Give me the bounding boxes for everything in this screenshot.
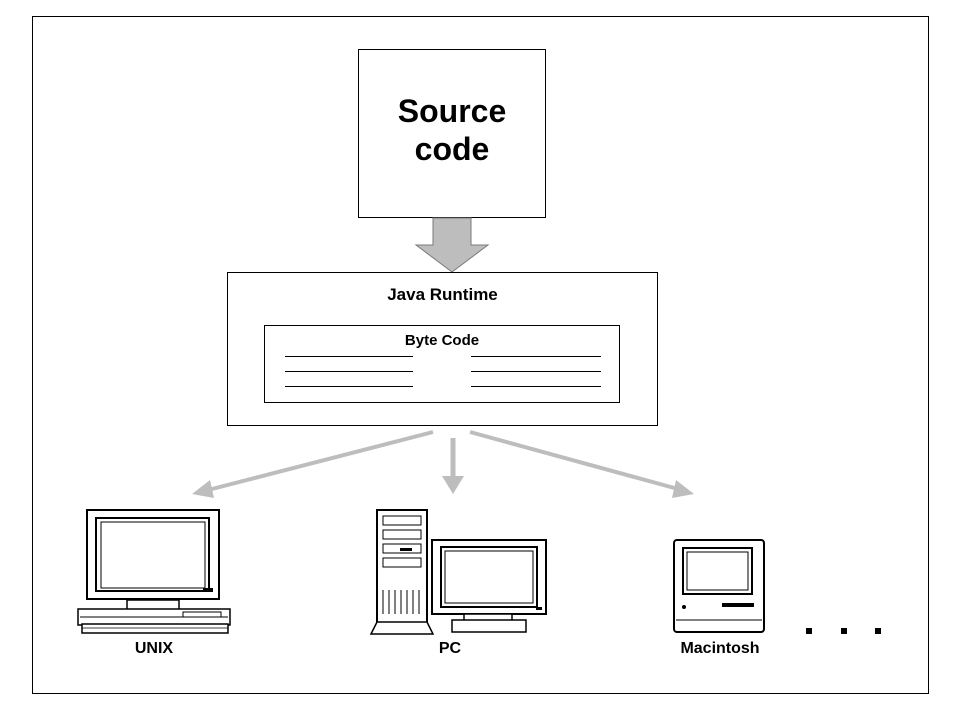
- code-line: [471, 386, 601, 387]
- code-line: [285, 356, 413, 357]
- runtime-to-unix-arrow: [192, 430, 434, 498]
- pc-label: PC: [438, 640, 462, 657]
- source-to-runtime-arrow: [414, 217, 490, 273]
- ellipsis-dot: [841, 628, 847, 634]
- code-line: [471, 356, 601, 357]
- source-code-label: Source code: [397, 93, 507, 167]
- byte-code-label: Byte Code: [404, 332, 480, 349]
- runtime-to-pc-arrow: [442, 438, 464, 494]
- code-line: [285, 371, 413, 372]
- ellipsis-dot: [806, 628, 812, 634]
- code-line: [471, 371, 601, 372]
- byte-code-box: Byte Code: [264, 325, 620, 403]
- macintosh-label: Macintosh: [680, 640, 760, 657]
- ellipsis-dot: [875, 628, 881, 634]
- code-line: [285, 386, 413, 387]
- runtime-to-macintosh-arrow: [469, 430, 694, 498]
- unix-label: UNIX: [134, 640, 174, 657]
- source-code-box: Source code: [358, 49, 546, 218]
- unix-workstation-icon: [77, 509, 231, 634]
- pc-tower-icon: [369, 509, 547, 635]
- macintosh-icon: [673, 539, 765, 633]
- java-runtime-label: Java Runtime: [387, 285, 498, 304]
- ellipsis-text: ...: [800, 624, 801, 625]
